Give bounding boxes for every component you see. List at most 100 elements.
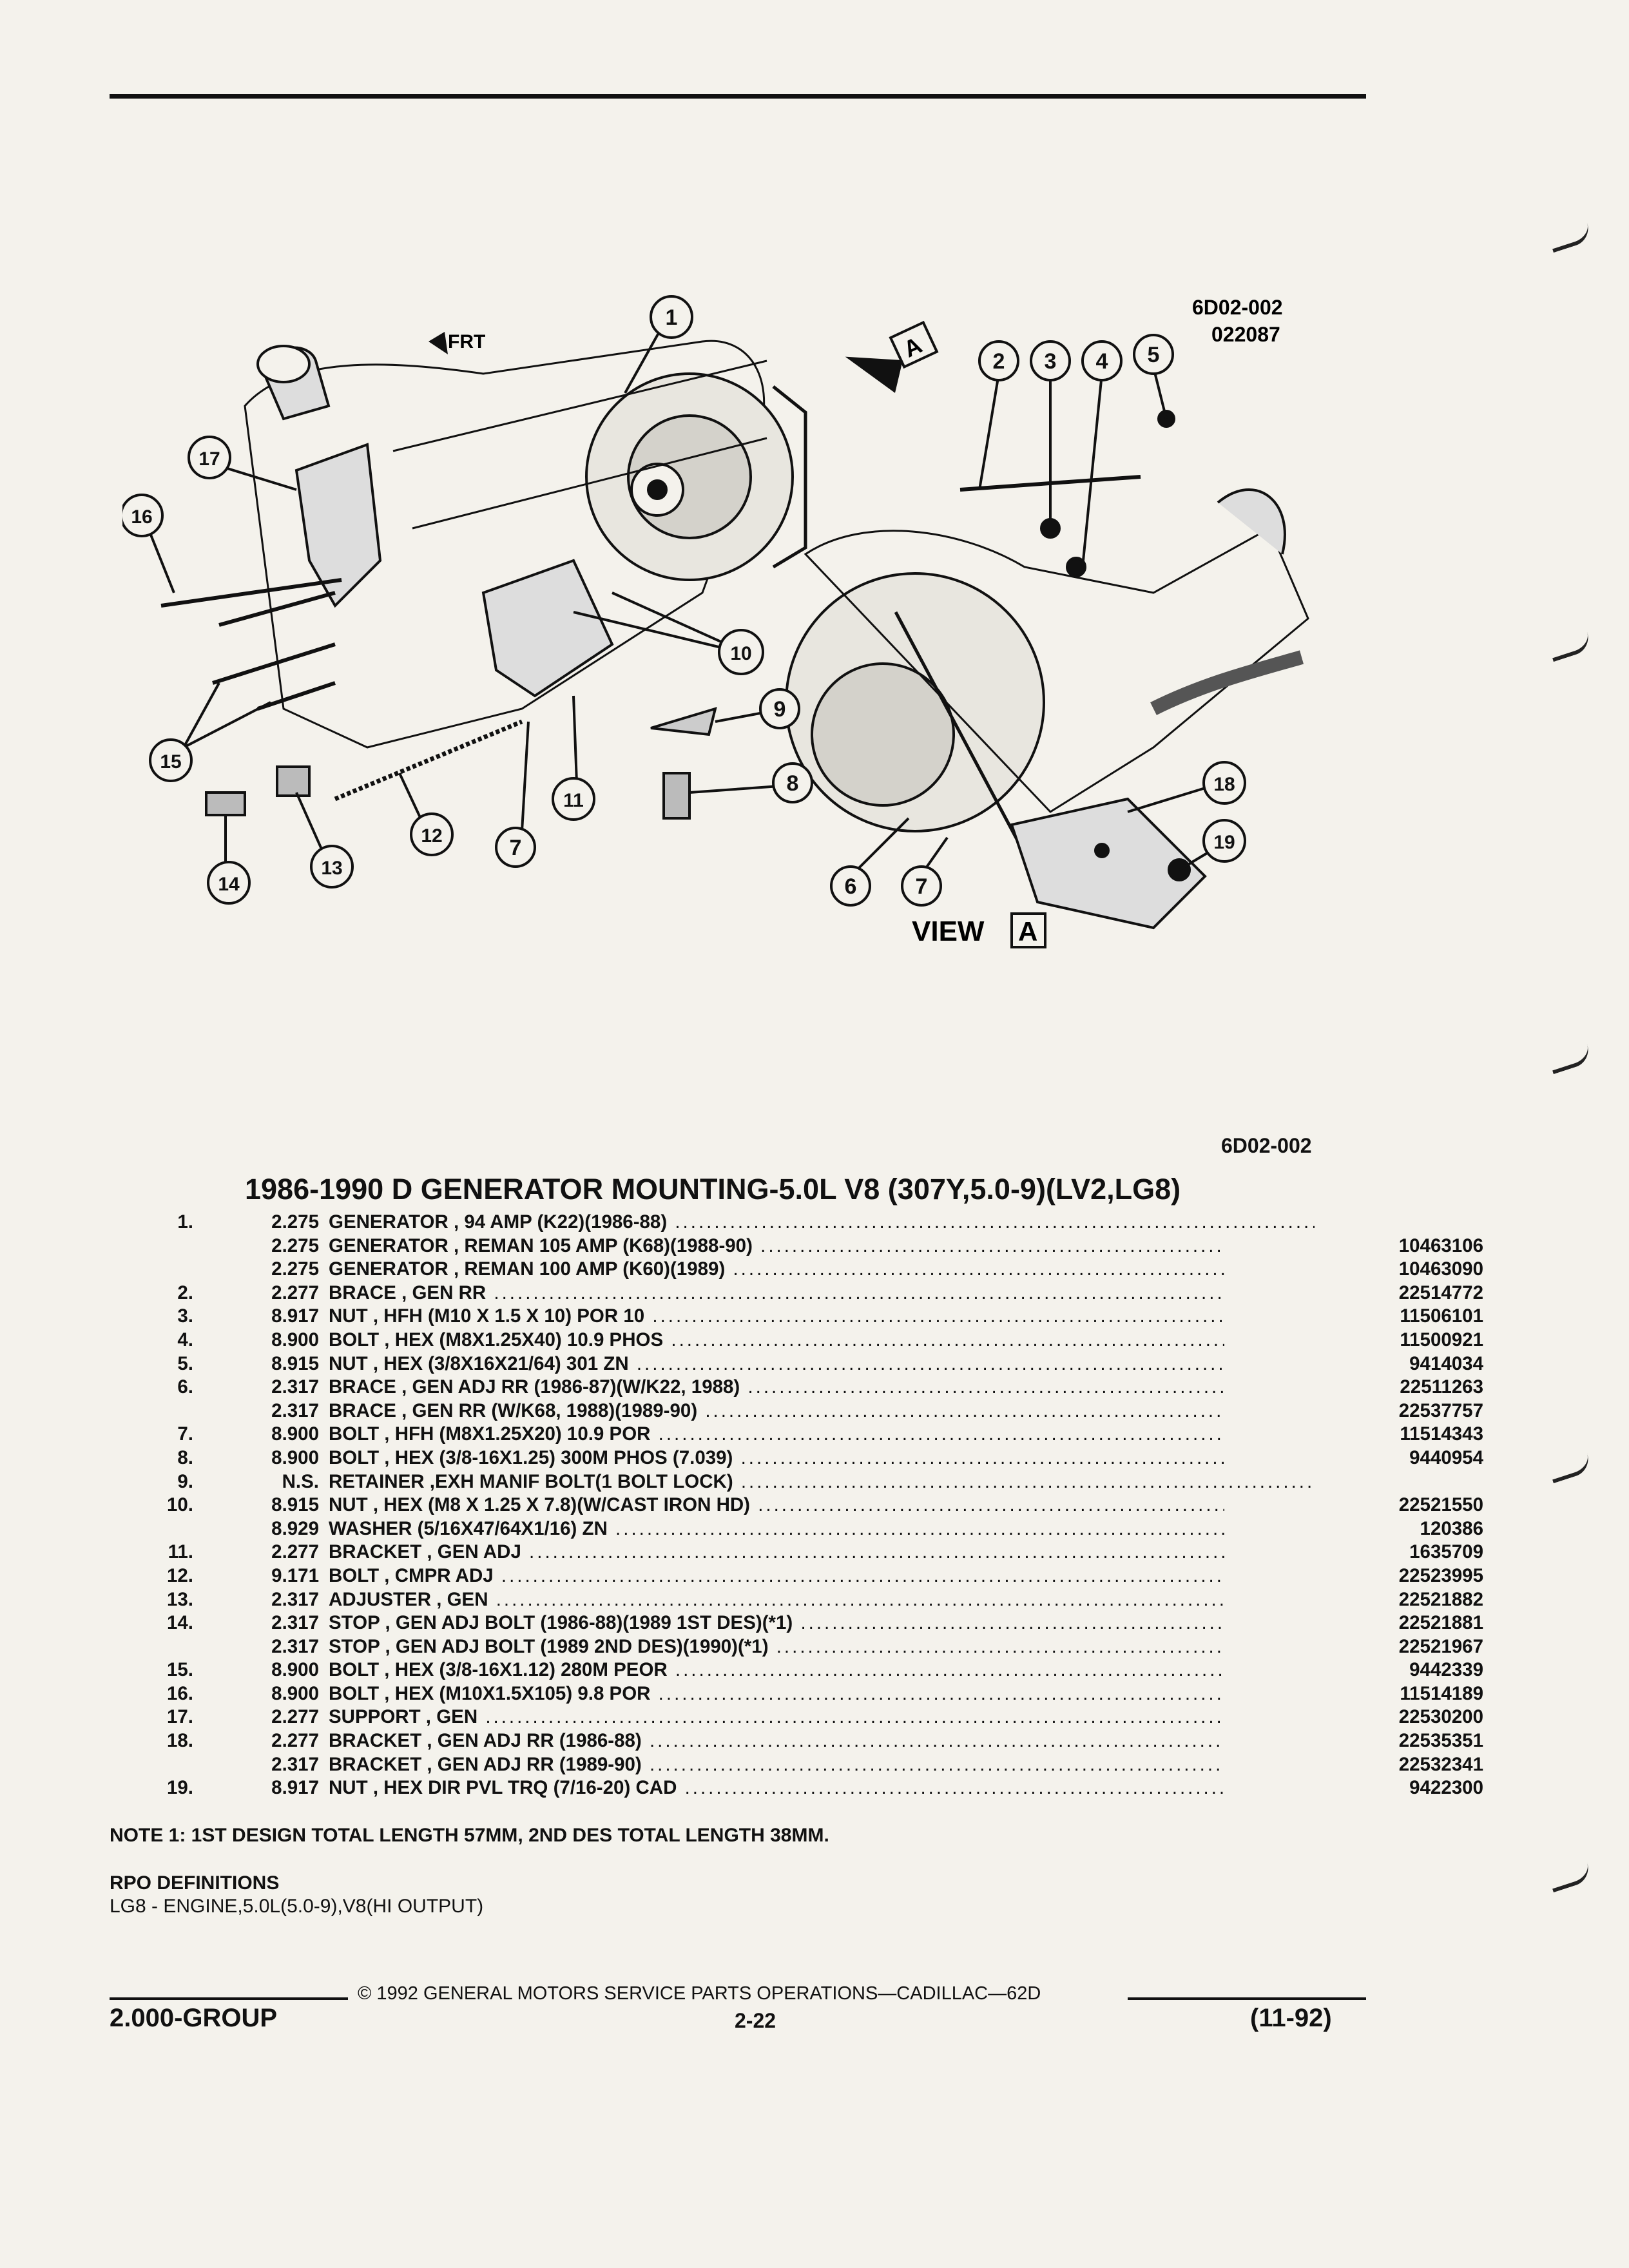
part-number: 10463090 <box>1224 1258 1483 1281</box>
part-number: 11500921 <box>1224 1329 1483 1351</box>
part-description: GENERATOR , REMAN 100 AMP (K60)(1989) <box>329 1258 1315 1280</box>
callout-18: 18 <box>1202 761 1246 805</box>
part-number: 22523995 <box>1224 1564 1483 1587</box>
callout-5: 5 <box>1133 334 1174 375</box>
group-code: 2.277 <box>271 1541 319 1563</box>
binder-mark <box>1548 1044 1593 1075</box>
part-number: 22521967 <box>1224 1635 1483 1658</box>
part-description: BOLT , HEX (3/8-16X1.25) 300M PHOS (7.03… <box>329 1447 1315 1469</box>
svg-text:19: 19 <box>1213 832 1235 853</box>
svg-text:15: 15 <box>160 751 181 773</box>
callout-1: 1 <box>650 295 693 339</box>
group-code: 2.277 <box>271 1282 319 1303</box>
part-number: 22521881 <box>1224 1612 1483 1635</box>
svg-text:16: 16 <box>131 506 152 528</box>
group-code: 8.915 <box>271 1494 319 1516</box>
part-number: 22521550 <box>1224 1494 1483 1517</box>
part-description: BOLT , HEX (M8X1.25X40) 10.9 PHOS <box>329 1329 1315 1351</box>
callout-14: 14 <box>207 861 251 905</box>
part-description: GENERATOR , REMAN 105 AMP (K68)(1988-90) <box>329 1235 1315 1257</box>
callout-12: 12 <box>410 812 454 856</box>
item-number: 2. <box>177 1282 193 1303</box>
group-code: 8.900 <box>271 1423 319 1445</box>
svg-text:5: 5 <box>1148 343 1160 367</box>
footer-copyright: © 1992 GENERAL MOTORS SERVICE PARTS OPER… <box>358 1983 1041 2004</box>
table-row: 2.317 BRACKET , GEN ADJ RR (1989-90)22532… <box>110 1753 1483 1776</box>
binder-mark <box>1548 1453 1593 1484</box>
item-number: 10. <box>166 1494 193 1516</box>
rpo-heading: RPO DEFINITIONS <box>110 1872 280 1894</box>
part-description: RETAINER ,EXH MANIF BOLT(1 BOLT LOCK) <box>329 1471 1315 1493</box>
rpo-definition: LG8 - ENGINE,5.0L(5.0-9),V8(HI OUTPUT) <box>110 1896 484 1917</box>
binder-mark <box>1548 1862 1593 1893</box>
callout-17: 17 <box>188 436 231 479</box>
part-description: BRACE , GEN RR <box>329 1282 1315 1304</box>
group-code: 2.317 <box>271 1588 319 1610</box>
callout-19: 19 <box>1202 819 1246 863</box>
section-code: 6D02-002 <box>1221 1134 1312 1157</box>
item-number: 6. <box>177 1376 193 1398</box>
part-description: NUT , HFH (M10 X 1.5 X 10) POR 10 <box>329 1305 1315 1327</box>
svg-text:10: 10 <box>730 643 751 664</box>
part-description: BOLT , CMPR ADJ <box>329 1565 1315 1587</box>
part-description: GENERATOR , 94 AMP (K22)(1986-88) <box>329 1211 1315 1233</box>
footer-group: 2.000-GROUP <box>110 2004 278 2032</box>
group-code: 2.277 <box>271 1706 319 1728</box>
binder-mark <box>1548 631 1593 662</box>
callout-6: 6 <box>830 865 871 907</box>
callout-8: 8 <box>772 762 813 803</box>
part-description: NUT , HEX DIR PVL TRQ (7/16-20) CAD <box>329 1777 1315 1799</box>
table-row: 2.275 GENERATOR , REMAN 105 AMP (K68)(198… <box>110 1234 1483 1258</box>
group-code: 2.317 <box>271 1376 319 1398</box>
part-number: 9440954 <box>1224 1446 1483 1469</box>
item-number: 9. <box>177 1470 193 1492</box>
part-description: BRACKET , GEN ADJ RR (1989-90) <box>329 1754 1315 1776</box>
part-number: 9442339 <box>1224 1659 1483 1682</box>
diagram-code: 6D02-002 <box>1192 296 1283 319</box>
group-code: 2.275 <box>271 1235 319 1256</box>
part-description: STOP , GEN ADJ BOLT (1989 2ND DES)(1990)… <box>329 1636 1315 1658</box>
group-code: 8.900 <box>271 1682 319 1704</box>
part-number: 22532341 <box>1224 1753 1483 1776</box>
item-number: 7. <box>177 1423 193 1445</box>
callout-3: 3 <box>1030 340 1071 381</box>
part-number: 11514189 <box>1224 1682 1483 1705</box>
part-number: 9414034 <box>1224 1352 1483 1375</box>
callout-7-left: 7 <box>495 827 536 868</box>
item-number: 13. <box>166 1588 193 1610</box>
item-number: 15. <box>166 1659 193 1681</box>
item-number: 19. <box>166 1777 193 1799</box>
page-number: 2-22 <box>735 2009 776 2032</box>
group-code: 8.900 <box>271 1329 319 1350</box>
part-description: SUPPORT , GEN <box>329 1706 1315 1728</box>
callout-2: 2 <box>978 340 1019 381</box>
footer-rule-left <box>110 1997 348 2000</box>
part-description: BRACE , GEN ADJ RR (1986-87)(W/K22, 1988… <box>329 1376 1315 1398</box>
group-code: 2.317 <box>271 1753 319 1775</box>
part-number: 22511263 <box>1224 1376 1483 1399</box>
exploded-parts-diagram: FRT A 6D02-002 022087 VIEW A 1 2 3 4 5 6… <box>122 295 1309 948</box>
part-number: 9422300 <box>1224 1777 1483 1800</box>
part-description: BOLT , HEX (M10X1.5X105) 9.8 POR <box>329 1683 1315 1705</box>
group-code: 2.277 <box>271 1730 319 1752</box>
view-label: VIEW <box>912 916 985 947</box>
svg-text:13: 13 <box>321 858 342 879</box>
part-number: 11506101 <box>1224 1305 1483 1328</box>
part-number: 22521882 <box>1224 1588 1483 1611</box>
item-number: 8. <box>177 1446 193 1468</box>
table-row: 6. 2.317 BRACE , GEN ADJ RR (1986-87)(W/K2… <box>110 1375 1483 1399</box>
svg-text:2: 2 <box>993 349 1005 374</box>
